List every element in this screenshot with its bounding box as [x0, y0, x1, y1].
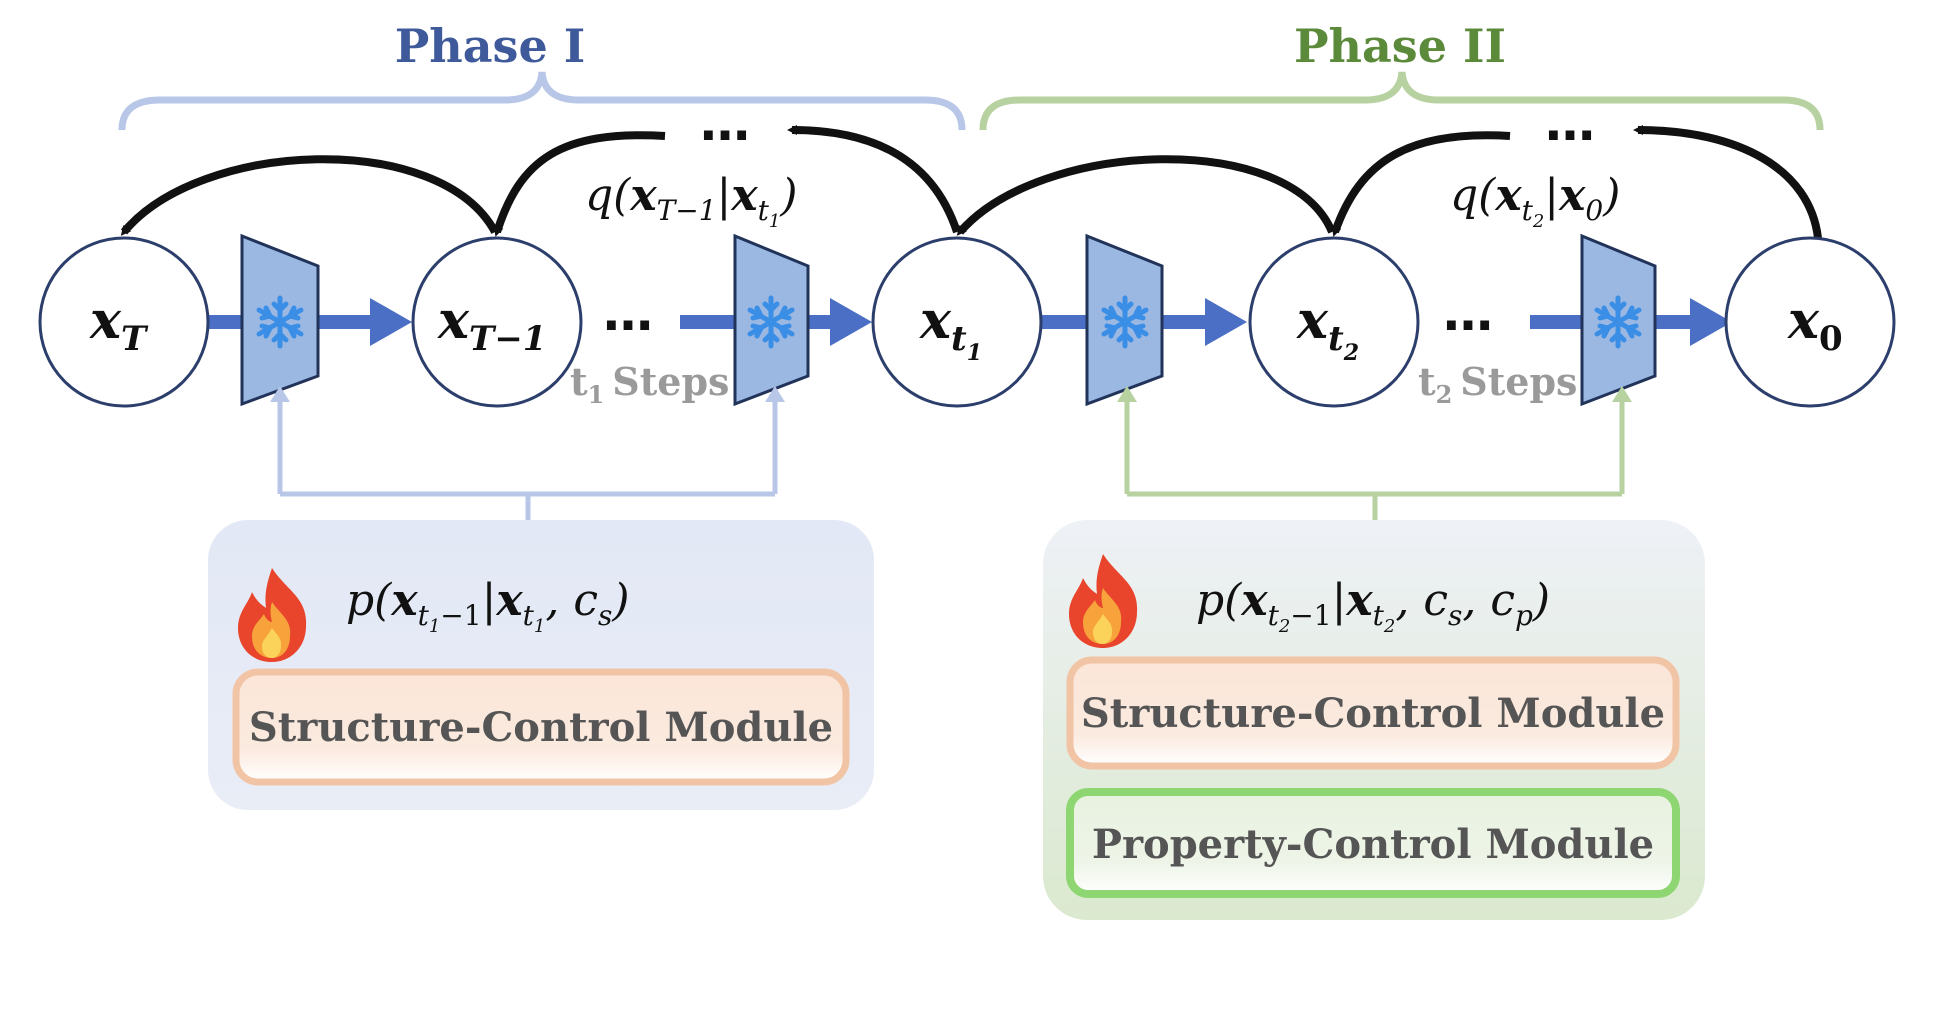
node-xt1-label: xt1 [919, 290, 982, 366]
node-xT-1 [411, 236, 583, 408]
phase-1-bracket [118, 71, 966, 131]
chain-arrow-2b [808, 315, 833, 329]
node-x0-label: x0 [1787, 290, 1843, 359]
structure-control-module-1-label: Structure-Control Module [249, 704, 833, 751]
snowflake-icon [256, 295, 304, 349]
chain-ellipsis-1: … [603, 284, 653, 342]
phase-2-connector-head-left [1117, 386, 1137, 402]
phase-1-connector [277, 398, 778, 530]
forward-arrow-3 [787, 125, 961, 234]
structure-control-module-1 [232, 668, 850, 786]
structure-control-module-2 [1066, 656, 1680, 770]
node-xt2 [1248, 236, 1420, 408]
chain-ellipsis-2: … [1443, 284, 1493, 342]
snowflake-icon [1101, 295, 1149, 349]
property-control-module-label: Property-Control Module [1092, 821, 1654, 868]
chain-arrow-3a [1042, 315, 1087, 329]
phase-2-bracket [979, 71, 1824, 131]
phase-2-connector-head-right [1612, 386, 1632, 402]
chain-arrow-1-head [370, 298, 412, 346]
snowflake-icon [747, 295, 795, 349]
forward-label-1: q(xT−1|xt1) [585, 170, 797, 232]
fire-icon [1069, 554, 1138, 648]
node-xT-1-label: xT−1 [437, 290, 546, 359]
forward-arrow-1 [120, 155, 499, 236]
phase-1-connector-head-left [270, 386, 290, 402]
snowflake-icon [1594, 295, 1642, 349]
property-control-module [1066, 788, 1680, 898]
chain-arrow-3-head [1205, 298, 1247, 346]
forward-ellipsis-1: … [700, 94, 750, 152]
reverse-label-1: p(xt1−1|xt1, cs) [346, 575, 630, 637]
forward-ellipsis-2: … [1545, 94, 1595, 152]
node-x0 [1724, 236, 1896, 408]
forward-arrow-6 [1633, 125, 1822, 239]
chain-arrow-4a [1530, 315, 1582, 329]
forward-arrow-2 [493, 131, 666, 237]
forward-arrow-5 [1331, 131, 1511, 237]
phase-1-connector-head-right [765, 386, 785, 402]
phase-2-title: Phase II [1294, 19, 1506, 73]
node-xT-label: xT [89, 290, 149, 359]
structure-control-module-2-label: Structure-Control Module [1081, 690, 1665, 737]
phase-1-title: Phase I [395, 19, 586, 73]
chain-arrow-3b [1162, 315, 1207, 329]
node-xT [38, 236, 210, 408]
reverse-label-2: p(xt2−1|xt2, cs, cp) [1196, 575, 1550, 637]
chain-arrow-2-head [830, 298, 872, 346]
node-xt2-label: xt2 [1296, 290, 1359, 366]
forward-arrow-4 [956, 155, 1336, 236]
phase-2-connector [1124, 398, 1625, 530]
node-xt1 [871, 236, 1043, 408]
fire-icon [238, 568, 307, 662]
chain-arrow-4b [1655, 315, 1693, 329]
chain-arrow-2a [680, 315, 735, 329]
chain-arrow-1b [318, 315, 373, 329]
forward-label-2: q(xt2|x0) [1450, 170, 1620, 232]
chain-arrow-1a [205, 315, 245, 329]
chain-arrow-4-head [1690, 298, 1732, 346]
